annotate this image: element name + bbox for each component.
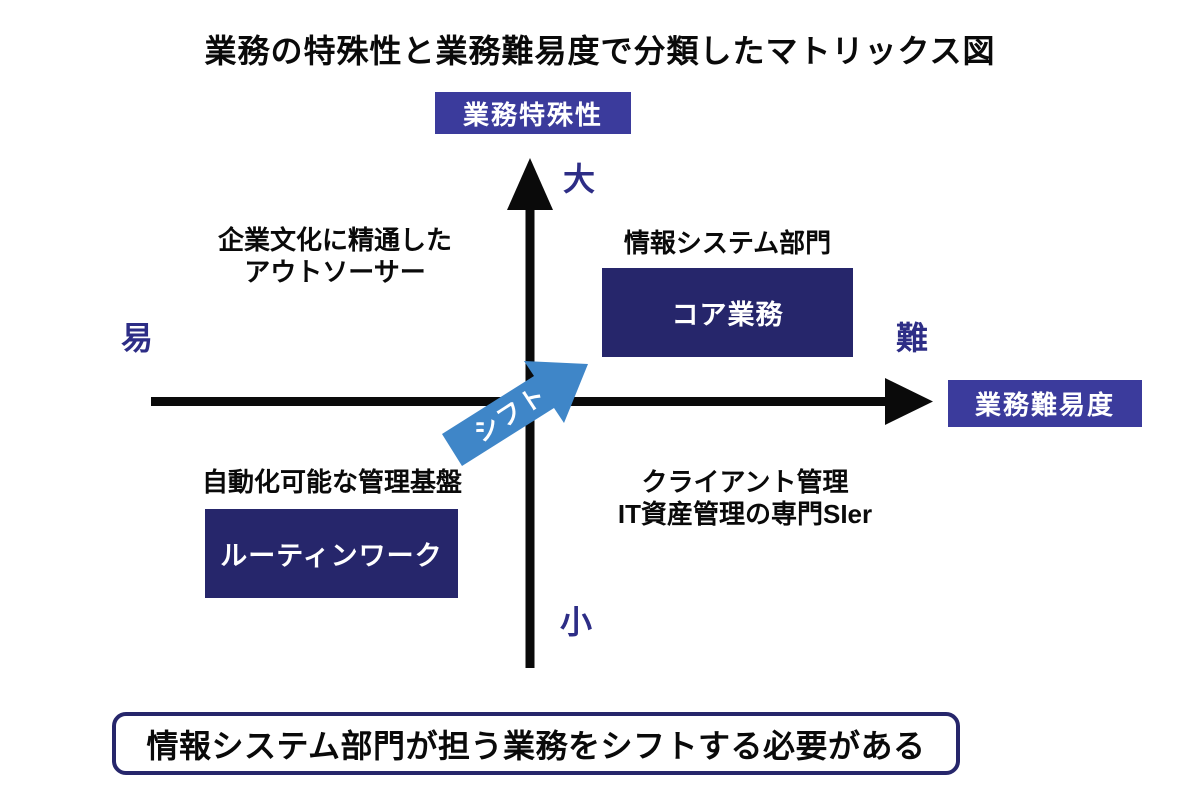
- vertical-axis-min-label: 小: [560, 604, 593, 640]
- shift-arrow-label: シフト: [469, 380, 552, 448]
- vertical-axis-max-label: 大: [563, 161, 596, 197]
- quadrant-top-left-text: 企業文化に精通した アウトソーサー: [165, 224, 505, 288]
- quadrant-bottom-left-caption: 自動化可能な管理基盤: [201, 467, 462, 497]
- quadrant-bottom-right-line2: IT資産管理の専門SIer: [617, 499, 873, 529]
- shift-arrow-icon: シフト: [442, 361, 588, 466]
- quadrant-bottom-right-line1: クライアント管理: [641, 467, 849, 497]
- horizontal-axis-label: 業務難易度: [948, 380, 1142, 427]
- quadrant-top-left-line2: アウトソーサー: [244, 257, 426, 287]
- quadrant-top-left-line1: 企業文化に精通した: [217, 225, 452, 255]
- core-work-box: コア業務: [602, 268, 853, 357]
- routine-work-box: ルーティンワーク: [205, 509, 458, 598]
- horizontal-axis-max-label: 難: [896, 320, 929, 356]
- quadrant-top-right-caption: 情報システム部門: [623, 228, 832, 258]
- vertical-axis-arrow-icon: [507, 158, 553, 668]
- page-title: 業務の特殊性と業務難易度で分類したマトリックス図: [204, 33, 996, 69]
- vertical-axis-label: 業務特殊性: [435, 92, 631, 134]
- conclusion-box: 情報システム部門が担う業務をシフトする必要がある: [112, 712, 960, 775]
- horizontal-axis-arrow-icon: [151, 378, 933, 425]
- quadrant-bottom-right-text: クライアント管理 IT資産管理の専門SIer: [565, 466, 925, 530]
- horizontal-axis-min-label: 易: [121, 320, 154, 356]
